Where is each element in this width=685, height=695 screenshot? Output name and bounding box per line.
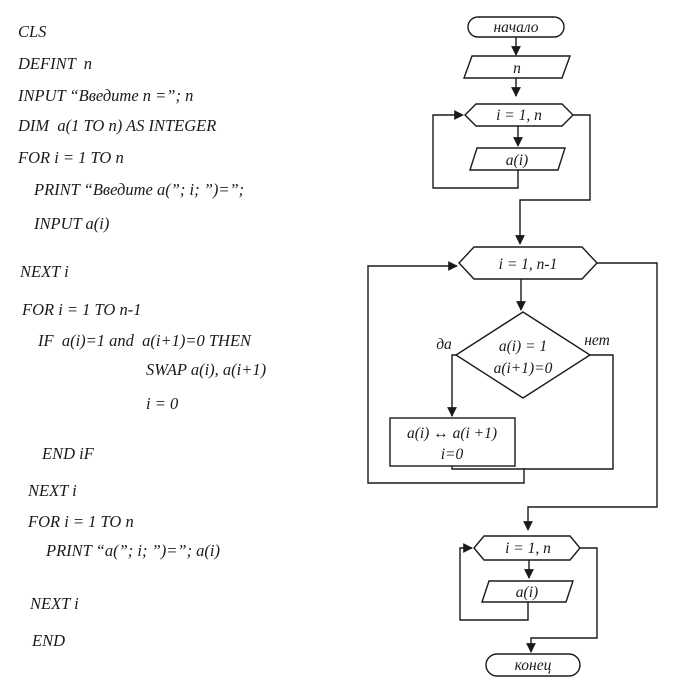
start-label: начало	[493, 19, 538, 36]
code-line-input-ai: INPUT a(i)	[34, 214, 110, 233]
loop1-exit-arrow	[515, 114, 591, 245]
loop3-exit-arrow	[526, 547, 598, 653]
loop1-label: i = 1, n	[496, 107, 542, 124]
yes-label: да	[436, 336, 452, 353]
no-label: нет	[584, 332, 610, 349]
loop3-label: i = 1, n	[505, 540, 551, 557]
code-line-end-if: END iF	[42, 444, 94, 463]
basic-program-listing: CLS DEFINT n INPUT “Введите n =”; n DIM …	[0, 0, 330, 695]
no-branch-line	[524, 354, 614, 470]
code-line-next-2: NEXT i	[28, 481, 77, 500]
code-line-print-prompt: PRINT “Введите a(”; i; ”)=”;	[34, 180, 245, 199]
code-line-print-output: PRINT “a(”; i; ”)=”; a(i)	[46, 541, 221, 560]
input-ai-label: a(i)	[506, 152, 528, 169]
input-n-parallelogram	[463, 55, 571, 79]
code-line-defint: DEFINT n	[18, 54, 92, 73]
code-line-for-1: FOR i = 1 TO n	[18, 148, 124, 167]
code-line-next-3: NEXT i	[30, 594, 79, 613]
code-line-for-2: FOR i = 1 TO n-1	[22, 300, 142, 319]
condition-label-line2: a(i+1)=0	[494, 360, 553, 377]
loop1-hexagon	[464, 103, 574, 127]
code-line-dim: DIM a(1 TO n) AS INTEGER	[18, 116, 217, 135]
loop3-back-arrow	[459, 543, 529, 621]
code-line-swap: SWAP a(i), a(i+1)	[146, 360, 267, 379]
code-line-next-1: NEXT i	[20, 262, 69, 281]
loop2-hexagon	[458, 246, 598, 280]
code-line-input-n: INPUT “Введите n =”; n	[18, 86, 194, 105]
loop2-exit-arrow	[523, 262, 658, 531]
code-line-if: IF a(i)=1 and a(i+1)=0 THEN	[38, 331, 252, 350]
end-label: конец	[515, 657, 552, 674]
loop2-label: i = 1, n-1	[499, 256, 558, 273]
swap-label-line2: i=0	[441, 446, 464, 463]
code-line-i-zero: i = 0	[146, 394, 179, 413]
input-ai-parallelogram	[469, 147, 566, 171]
condition-diamond	[454, 311, 592, 399]
condition-label-line1: a(i) = 1	[499, 338, 547, 355]
code-line-end: END	[32, 631, 65, 650]
arrow-yes-branch	[447, 354, 457, 417]
loop3-hexagon	[473, 535, 581, 561]
code-line-for-3: FOR i = 1 TO n	[28, 512, 134, 531]
output-ai-label: a(i)	[516, 584, 538, 601]
loop1-back-arrow	[432, 110, 519, 189]
loop2-back-arrow	[367, 261, 525, 484]
end-terminal	[485, 653, 581, 677]
input-n-label: n	[513, 60, 521, 77]
output-ai-parallelogram	[481, 580, 574, 603]
swap-label-line1: a(i) ↔ a(i +1)	[407, 425, 497, 442]
code-line-cls: CLS	[18, 22, 47, 41]
